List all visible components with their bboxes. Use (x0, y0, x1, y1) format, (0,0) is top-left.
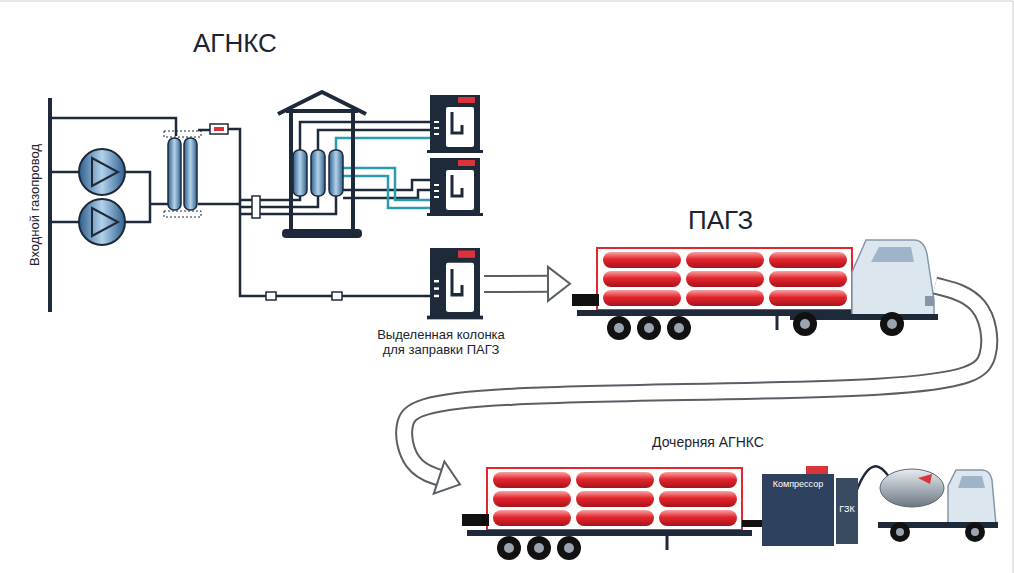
daughter-station: Дочерняя АГНКС (460, 466, 760, 558)
arrow-body (404, 286, 989, 478)
tube-trailer-truck-text: ПАГЗ (688, 206, 753, 236)
compressor-unit-text: Компрессор (762, 479, 834, 489)
arrow-outline (484, 275, 549, 293)
pipeline-label: Входной газопровод (27, 144, 42, 266)
arrow-head (434, 461, 460, 493)
arrow-body (484, 277, 549, 291)
arrow-head (548, 267, 570, 301)
station-title: АГНКС (193, 28, 277, 59)
tube-trailer-truck: ПАГЗ (570, 246, 935, 336)
daughter-station-text: Дочерняя АГНКС (652, 434, 764, 450)
dedicated-dispenser: Выделенная колонка для заправки ПАГЗ (428, 248, 484, 320)
arrow-outline (404, 286, 989, 478)
gas-dispenser: ГЗК (836, 478, 858, 544)
compressor-unit: Компрессор (762, 474, 834, 546)
flow-arrow (484, 267, 570, 301)
flow-arrow (404, 286, 989, 494)
dedicated-dispenser-text: Выделенная колонка для заправки ПАГЗ (366, 328, 516, 358)
gas-dispenser-text: ГЗК (836, 504, 858, 514)
